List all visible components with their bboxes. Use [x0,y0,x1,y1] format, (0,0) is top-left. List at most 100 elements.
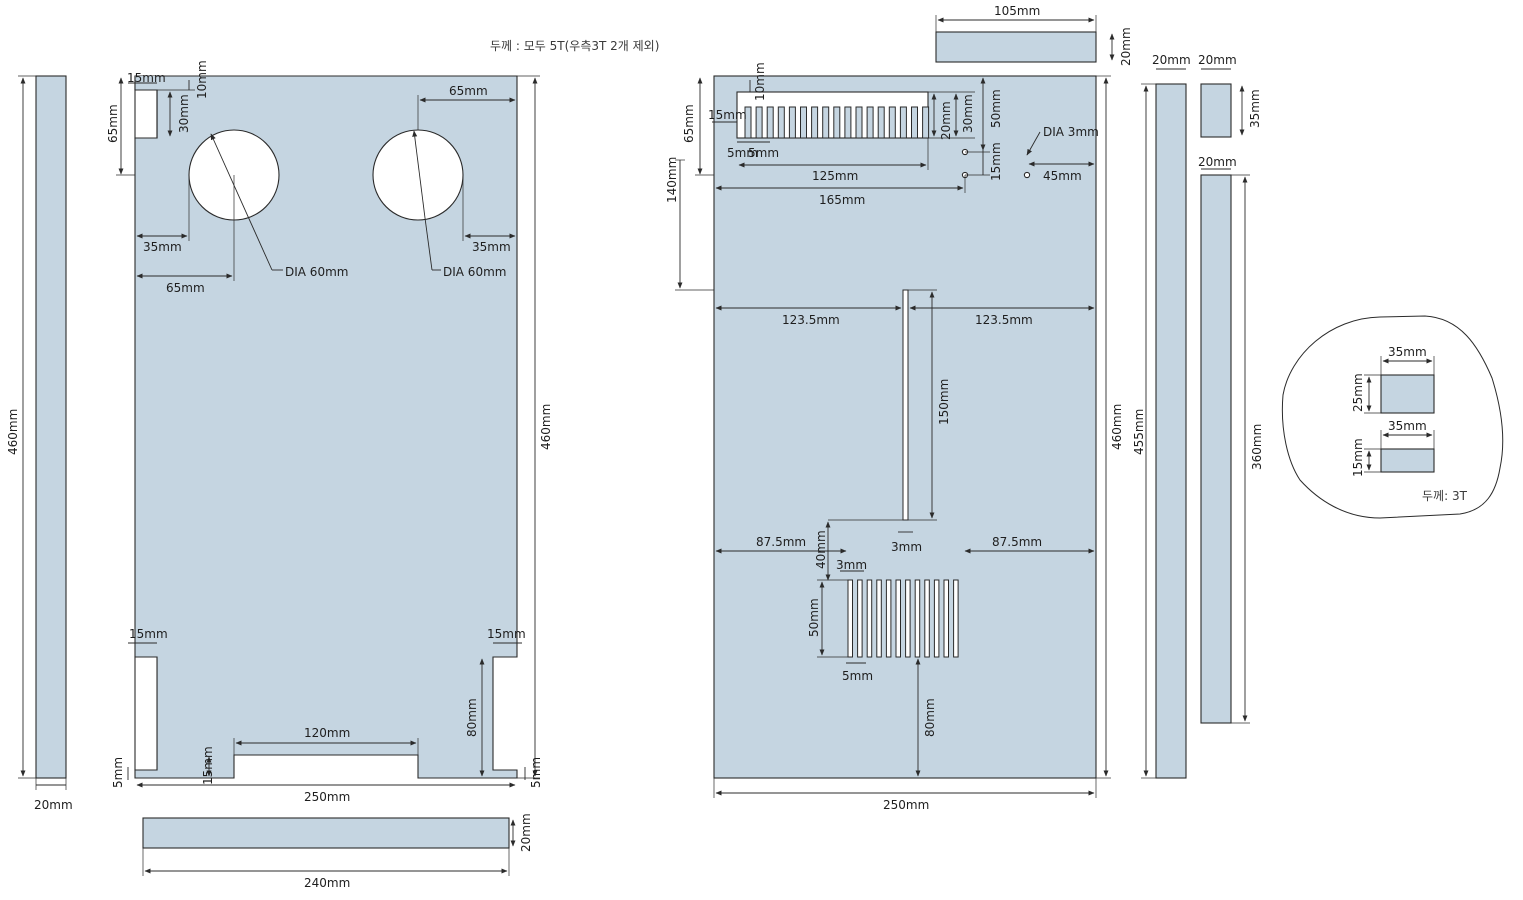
dim-460-left: 460mm [6,409,20,455]
svg-text:15mm: 15mm [708,108,747,122]
svg-text:20mm: 20mm [1198,155,1237,169]
svg-text:35mm: 35mm [1388,345,1427,359]
svg-text:460mm: 460mm [539,404,553,450]
vent-slot [885,579,892,658]
svg-text:140mm: 140mm [665,157,679,203]
svg-text:40mm: 40mm [814,530,828,569]
back-panel-dims: 10mm 15mm 65mm 140mm 5mm 5mm 125mm 165mm… [665,62,1124,812]
svg-text:87.5mm: 87.5mm [992,535,1042,549]
vent-slot [847,579,853,658]
vent-slot [924,579,930,658]
detail-dims: 35mm 25mm 35mm 15mm [1351,345,1435,477]
svg-text:35mm: 35mm [1248,89,1262,128]
svg-text:DIA 60mm: DIA 60mm [443,265,506,279]
left-side-strip [35,75,67,779]
svg-text:45mm: 45mm [1043,169,1082,183]
svg-text:DIA 3mm: DIA 3mm [1043,125,1099,139]
detail-block-35x25 [1380,374,1435,414]
svg-text:460mm: 460mm [1110,404,1124,450]
svg-text:80mm: 80mm [923,698,937,737]
hole-right-dia60 [372,129,464,221]
svg-text:120mm: 120mm [304,726,350,740]
comb-tooth [800,106,807,139]
detail-callout [1281,315,1504,519]
comb-tooth [888,106,896,139]
center-slot [902,289,909,521]
svg-text:10mm: 10mm [195,60,209,99]
comb-tooth [822,106,830,139]
vent-slot [953,579,959,658]
comb-tooth [877,106,885,139]
svg-text:80mm: 80mm [465,698,479,737]
comb-tooth [766,106,774,139]
front-panel-dims: 15mm 10mm 30mm 65mm 65mm 35mm 35mm 65mm … [106,60,553,804]
left-strip-dims: 460mm 20mm [6,75,73,812]
comb-tooth [899,106,907,139]
svg-text:65mm: 65mm [106,104,120,143]
svg-text:5mm: 5mm [529,757,543,788]
top-comb-cutout [736,91,930,139]
svg-text:30mm: 30mm [961,94,975,133]
comb-tooth [866,106,874,139]
svg-text:5mm: 5mm [748,146,779,160]
svg-text:240mm: 240mm [304,876,350,890]
svg-text:35mm: 35mm [472,240,511,254]
svg-text:250mm: 250mm [304,790,350,804]
detail-block-35x15 [1380,448,1435,473]
vent-slot [943,579,949,658]
svg-text:20mm: 20mm [519,813,533,852]
svg-text:15mm: 15mm [989,142,1003,181]
svg-text:15mm: 15mm [487,627,526,641]
small-block-35 [1200,83,1232,138]
comb-tooth [744,106,752,139]
svg-text:50mm: 50mm [989,89,1003,128]
svg-text:10mm: 10mm [753,62,767,101]
svg-text:3mm: 3mm [836,558,867,572]
svg-text:87.5mm: 87.5mm [756,535,806,549]
thickness-note: 두께 : 모두 5T(우측3T 2개 제외) [490,39,659,53]
svg-text:15mm: 15mm [127,71,166,85]
dim-20-left-strip: 20mm [34,798,73,812]
bottom-strip [142,817,510,849]
svg-text:165mm: 165mm [819,193,865,207]
side-strip-360 [1200,174,1232,724]
comb-tooth [855,106,863,139]
comb-tooth [811,106,819,139]
vent-slot [857,579,863,658]
svg-text:65mm: 65mm [166,281,205,295]
comb-tooth [922,106,930,139]
svg-text:35mm: 35mm [1388,419,1427,433]
comb-tooth [788,106,796,139]
svg-text:455mm: 455mm [1132,409,1146,455]
svg-text:150mm: 150mm [937,379,951,425]
svg-text:360mm: 360mm [1250,424,1264,470]
svg-text:50mm: 50mm [807,598,821,637]
bottom-left-slot [134,656,158,771]
vent-slot [876,579,882,658]
svg-text:20mm: 20mm [1119,27,1133,66]
vent-slot [914,579,921,658]
bottom-slot-array [847,579,959,658]
comb-tooth [844,106,852,139]
top-strip-dims: 105mm 20mm [935,4,1133,66]
vent-slot [905,579,911,658]
comb-tooth [911,106,918,139]
bottom-strip-dims: 240mm 20mm [142,813,533,890]
svg-text:5mm: 5mm [111,757,125,788]
vent-slot [895,579,901,658]
vent-slot [866,579,873,658]
svg-text:5mm: 5mm [727,146,758,160]
svg-text:5mm: 5mm [842,669,873,683]
svg-text:35mm: 35mm [143,240,182,254]
comb-tooth [777,106,785,139]
svg-text:105mm: 105mm [994,4,1040,18]
svg-text:15mm: 15mm [1351,438,1365,477]
svg-text:123.5mm: 123.5mm [782,313,840,327]
svg-text:3mm: 3mm [891,540,922,554]
side-strip-455 [1155,83,1187,779]
detail-thickness-note: 두께: 3T [1422,489,1468,503]
svg-text:65mm: 65mm [682,104,696,143]
svg-text:20mm: 20mm [1198,53,1237,67]
right-strip-dims: 20mm 455mm 20mm 35mm 20mm 360mm [1132,53,1264,779]
